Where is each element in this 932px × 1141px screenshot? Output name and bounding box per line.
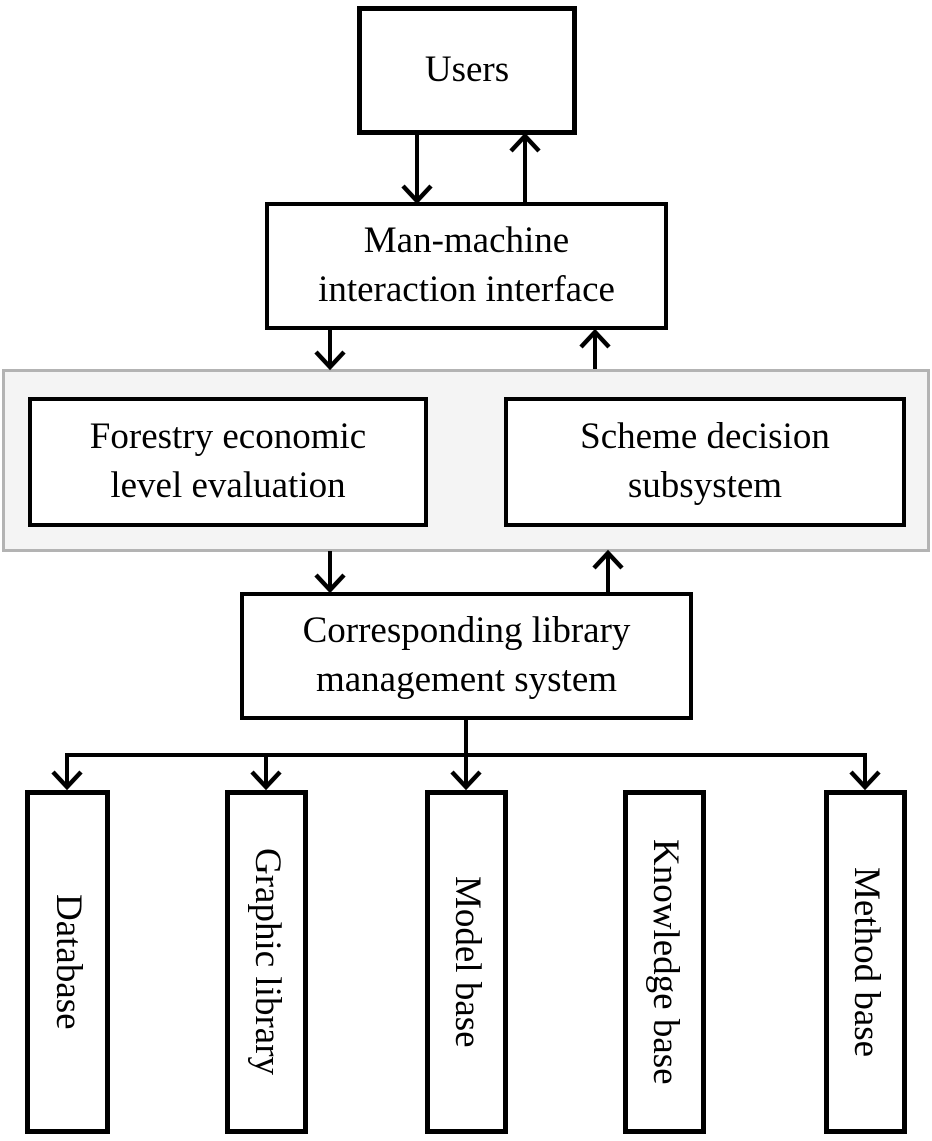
node-database: Database — [25, 790, 110, 1134]
node-model-base: Model base — [425, 790, 508, 1134]
node-forestry-label-line2: level evaluation — [110, 465, 346, 506]
node-graphic-library: Graphic library — [225, 790, 308, 1134]
node-users-label: Users — [424, 49, 510, 91]
node-scheme-label-line2: subsystem — [627, 465, 783, 506]
node-interface-label-line1: Man-machine — [363, 220, 570, 262]
node-method-base-label: Method base — [845, 866, 887, 1058]
node-scheme-decision-subsystem: Scheme decision subsystem — [504, 397, 906, 527]
node-knowledge-base-label: Knowledge base — [644, 839, 686, 1085]
node-man-machine-interface: Man-machine interaction interface — [265, 202, 668, 330]
node-forestry-label-line1: Forestry economic — [89, 416, 367, 458]
node-model-base-label: Model base — [446, 876, 488, 1048]
node-users: Users — [357, 6, 577, 135]
node-library-management-system: Corresponding library management system — [240, 592, 693, 720]
node-library-label-line1: Corresponding library — [302, 610, 631, 652]
node-interface-label-line2: interaction interface — [318, 269, 615, 310]
node-forestry-evaluation: Forestry economic level evaluation — [28, 397, 428, 527]
node-library-label-line2: management system — [315, 659, 618, 700]
node-method-base: Method base — [824, 790, 907, 1134]
node-database-label: Database — [47, 894, 89, 1030]
node-knowledge-base: Knowledge base — [623, 790, 706, 1134]
node-graphic-library-label: Graphic library — [246, 848, 288, 1076]
node-scheme-label-line1: Scheme decision — [580, 416, 830, 458]
